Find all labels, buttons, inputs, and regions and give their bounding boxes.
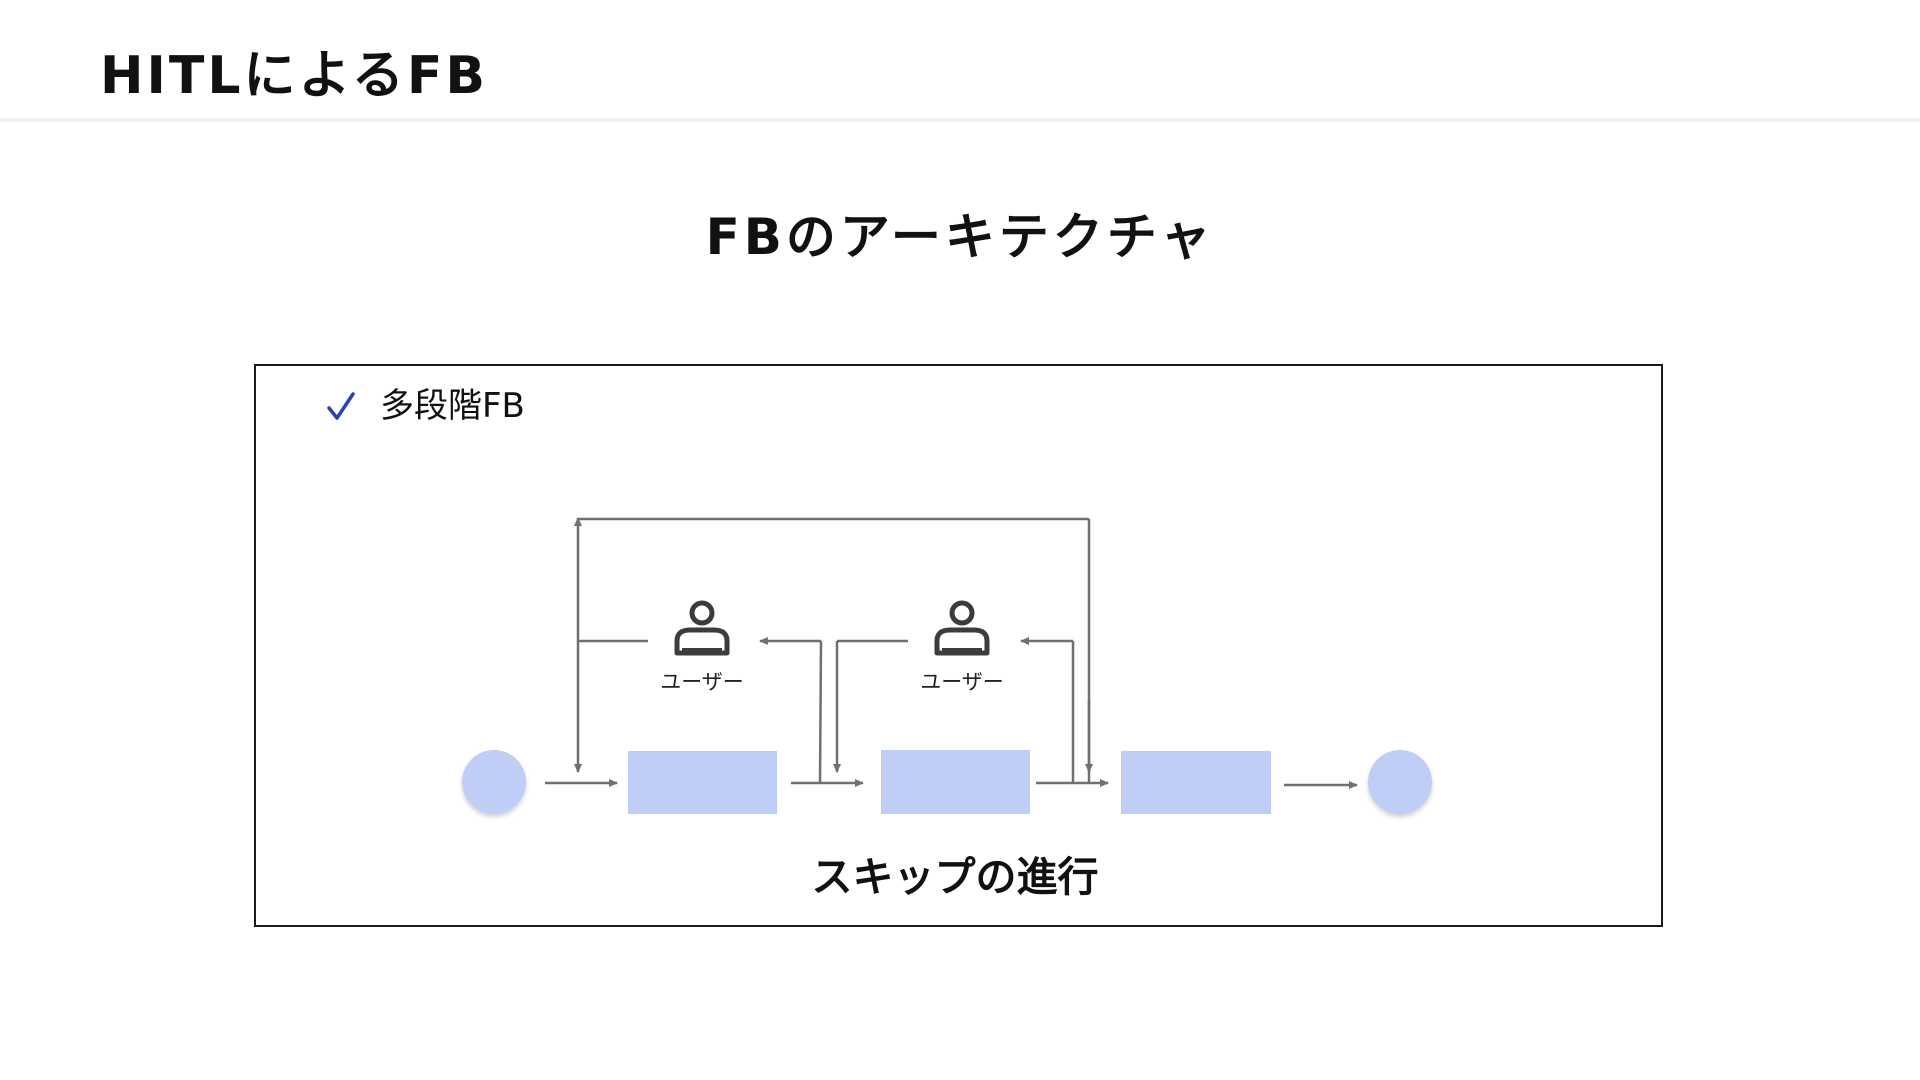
user-label: ユーザー [920, 670, 1004, 694]
end-node [1368, 750, 1432, 814]
diagram-caption: スキップの進行 [812, 853, 1099, 901]
header-divider [0, 118, 1920, 122]
user-icon [674, 600, 730, 656]
flow-arrows [545, 779, 1358, 789]
check-icon [326, 388, 356, 424]
bullet-text: 多段階FB [380, 386, 525, 426]
feedback-loops [574, 517, 1093, 784]
user-label: ユーザー [660, 670, 744, 694]
content-frame [254, 364, 1663, 927]
process-box-1 [628, 751, 777, 814]
user-icon [934, 600, 990, 656]
slide-title: FBのアーキテクチャ [705, 208, 1215, 266]
page-title: HITLによるFB [100, 46, 489, 106]
process-box-3 [1121, 751, 1271, 814]
process-box-2 [881, 750, 1030, 814]
start-node [462, 750, 526, 814]
bullet-item: 多段階FB [326, 388, 525, 424]
